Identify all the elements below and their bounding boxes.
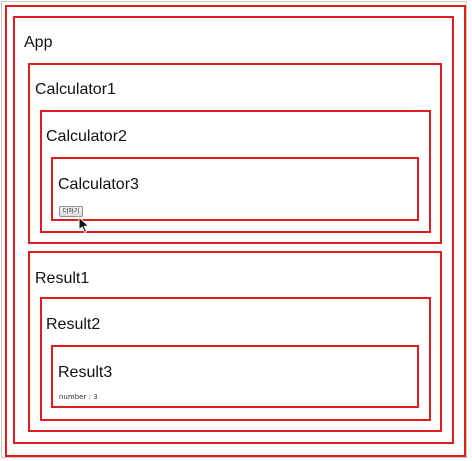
result2-title: Result2 [46, 316, 101, 333]
calculator1-component: Calculator1 [28, 63, 442, 244]
number-value-text: number : 3 [59, 393, 98, 401]
add-button[interactable]: 더하기 [59, 206, 83, 217]
result1-title: Result1 [35, 270, 90, 287]
result3-title: Result3 [58, 364, 113, 381]
result3-component: Result3 number : 3 [51, 345, 419, 408]
calculator1-title: Calculator1 [35, 81, 116, 98]
calculator3-component: Calculator3 더하기 [51, 157, 419, 221]
app-title: App [24, 34, 53, 51]
calculator2-title: Calculator2 [46, 128, 127, 145]
result2-component: Result2 [40, 297, 431, 421]
mouse-pointer-icon [78, 216, 90, 233]
result1-component: Result1 [28, 251, 442, 432]
calculator2-component: Calculator2 [40, 110, 431, 233]
window-frame [1, 1, 467, 458]
app-component: App [13, 16, 454, 444]
calculator3-title: Calculator3 [58, 176, 139, 193]
app-outer-border [5, 5, 466, 457]
